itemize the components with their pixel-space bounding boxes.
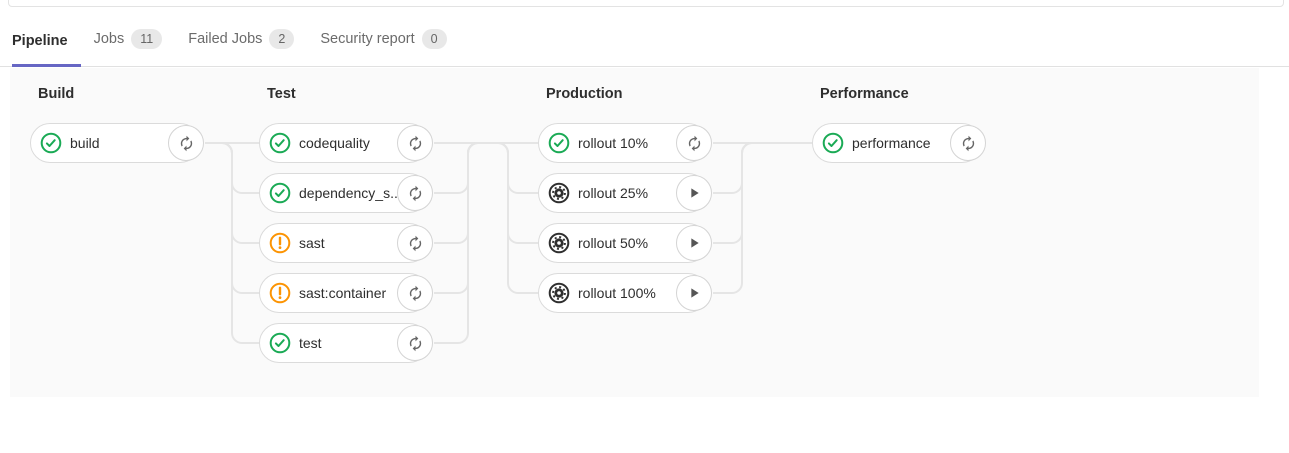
job-pill-test[interactable]: test [259,323,433,363]
job-pill-sast[interactable]: sast [259,223,433,263]
tab-label: Security report [320,30,415,47]
job-label: build [70,135,100,151]
security-report-count-badge: 0 [421,28,447,49]
job-label: sast:container [299,285,387,301]
retry-job-button[interactable] [950,125,986,161]
retry-icon [960,135,977,152]
retry-job-button[interactable] [397,325,433,361]
play-job-button[interactable] [676,225,712,261]
job-label: codequality [299,135,370,151]
status-manual-icon [548,282,570,304]
job-label: test [299,335,322,351]
connector-lines [205,142,812,344]
play-icon [686,185,702,201]
status-success-icon [548,132,570,154]
retry-icon [686,135,703,152]
job-pill-rollout-100[interactable]: rollout 100% [538,273,712,313]
tab-security-report[interactable]: Security report 0 [307,15,459,68]
retry-job-button[interactable] [397,175,433,211]
retry-icon [407,135,424,152]
status-warning-icon [269,282,291,304]
retry-job-button[interactable] [397,225,433,261]
retry-job-button[interactable] [168,125,204,161]
job-pill-sast-container[interactable]: sast:container [259,273,433,313]
status-success-icon [269,132,291,154]
retry-job-button[interactable] [397,125,433,161]
pipeline-tab-bar: Pipeline Jobs 11 Failed Jobs 2 Security … [0,8,1289,67]
job-pill-dependency-scanning[interactable]: dependency_s... [259,173,433,213]
job-pill-rollout-25[interactable]: rollout 25% [538,173,712,213]
retry-icon [407,235,424,252]
job-pill-rollout-10[interactable]: rollout 10% [538,123,712,163]
status-manual-icon [548,232,570,254]
status-warning-icon [269,232,291,254]
job-pill-build[interactable]: build [30,123,204,163]
tab-failed-jobs[interactable]: Failed Jobs 2 [175,15,307,68]
retry-icon [407,335,424,352]
retry-icon [407,285,424,302]
tab-label: Failed Jobs [188,30,263,47]
retry-job-button[interactable] [397,275,433,311]
job-label: rollout 50% [578,235,649,251]
play-icon [686,235,702,251]
tab-jobs[interactable]: Jobs 11 [81,15,176,68]
status-success-icon [269,182,291,204]
stage-title-test: Test [267,86,296,102]
stage-title-performance: Performance [820,86,909,102]
job-label: dependency_s... [299,185,402,201]
retry-job-button[interactable] [676,125,712,161]
retry-icon [178,135,195,152]
play-job-button[interactable] [676,175,712,211]
job-pill-performance[interactable]: performance [812,123,986,163]
tab-pipeline[interactable]: Pipeline [12,19,81,67]
tab-label: Pipeline [12,33,68,49]
job-label: rollout 100% [578,285,656,301]
stage-title-build: Build [38,86,75,102]
job-label: rollout 25% [578,185,649,201]
stage-title-production: Production [546,86,623,102]
job-pill-codequality[interactable]: codequality [259,123,433,163]
play-icon [686,285,702,301]
play-job-button[interactable] [676,275,712,311]
retry-icon [407,185,424,202]
status-success-icon [822,132,844,154]
failed-jobs-count-badge: 2 [269,28,295,49]
job-pill-rollout-50[interactable]: rollout 50% [538,223,712,263]
jobs-count-badge: 11 [131,28,163,49]
pipeline-header-box-edge [8,0,1284,7]
pipeline-graph: Build Test Production Performance build … [10,68,1259,397]
job-label: performance [852,135,931,151]
status-success-icon [269,332,291,354]
status-success-icon [40,132,62,154]
job-label: sast [299,235,325,251]
tab-label: Jobs [93,30,125,47]
status-manual-icon [548,182,570,204]
job-label: rollout 10% [578,135,649,151]
